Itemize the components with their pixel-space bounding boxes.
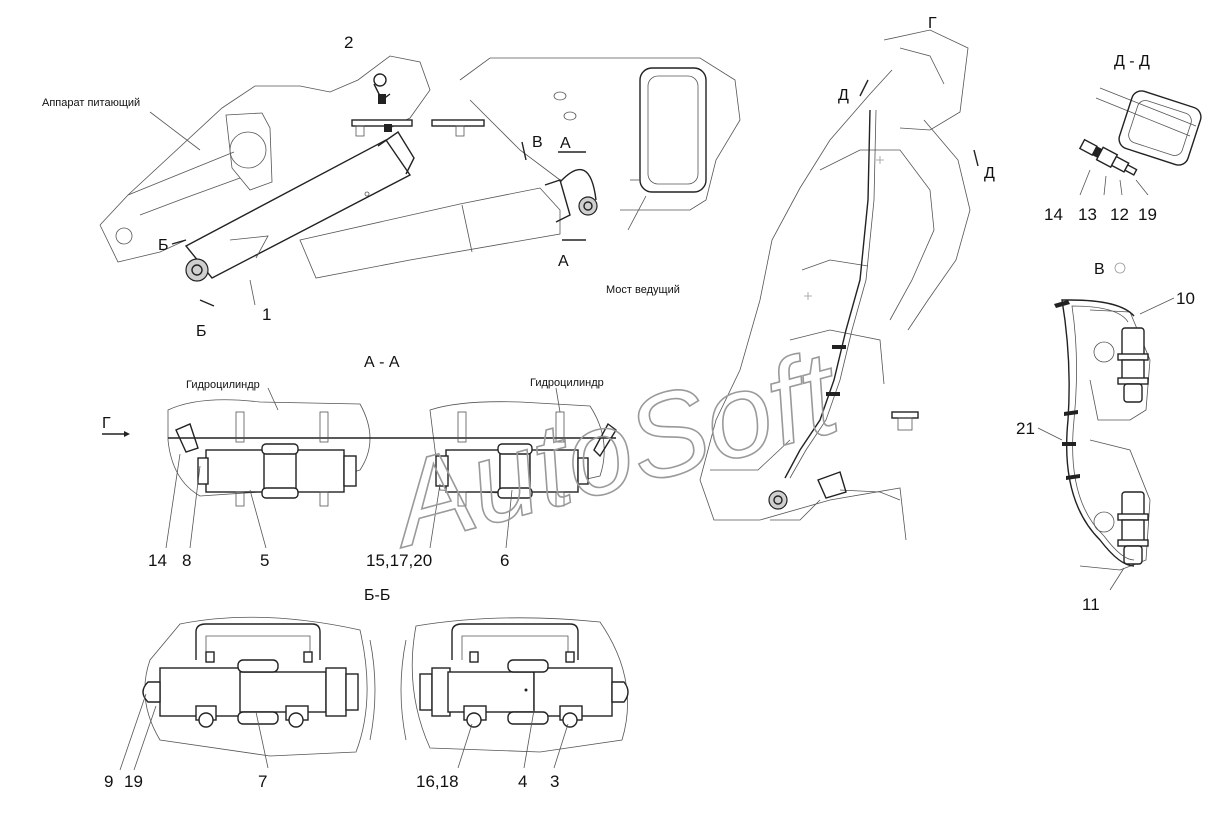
section-marks-main (149, 111, 647, 307)
label-cylinder-left: Гидроцилиндр (186, 379, 260, 391)
hydraulic-cylinder-main (184, 131, 415, 282)
section-title-aa: А - А (364, 354, 400, 371)
callout-14-aa: 14 (148, 551, 167, 570)
feeder-housing (99, 55, 431, 263)
view-dd-drawing (1078, 87, 1202, 196)
callout-21: 21 (1016, 419, 1035, 438)
callout-4: 4 (518, 772, 527, 791)
text-labels: Аппарат питающий Мост ведущий Гидроцилин… (42, 15, 1195, 791)
callout-dd-19: 19 (1138, 205, 1157, 224)
section-bb-drawing (119, 616, 629, 771)
clamp-plates (351, 119, 485, 137)
callout-15-17-20: 15,17,20 (366, 551, 432, 570)
callout-11: 11 (1082, 595, 1100, 614)
label-feeder: Аппарат питающий (42, 97, 140, 109)
callout-1: 1 (262, 305, 271, 324)
dd-fitting (1078, 138, 1138, 176)
view-arrow-g: Г (102, 415, 111, 432)
view-mark-v: В (532, 134, 543, 151)
section-mark-b-bottom: Б (196, 323, 207, 340)
section-mark-b-top: Б (158, 237, 169, 254)
callout-dd-13: 13 (1078, 205, 1097, 224)
view-title-g: Г (928, 15, 937, 32)
callout-7: 7 (258, 772, 267, 791)
view-title-v: В (1094, 261, 1105, 278)
callout-3: 3 (550, 772, 559, 791)
section-mark-a-bottom: А (558, 253, 569, 270)
view-g-drawing (699, 29, 979, 541)
callout-19-bb: 19 (124, 772, 143, 791)
lower-cylinder-tube (299, 169, 598, 279)
callout-8: 8 (182, 551, 191, 570)
callout-dd-12: 12 (1110, 205, 1129, 224)
label-drive-axle: Мост ведущий (606, 284, 680, 296)
section-aa-drawing (102, 387, 617, 549)
watermark-text: AutoSoft (373, 326, 854, 573)
callout-16-18: 16,18 (416, 772, 459, 791)
section-mark-d-right: Д (984, 165, 995, 182)
drive-axle-body (459, 57, 741, 211)
section-title-dd: Д - Д (1114, 53, 1150, 70)
view-v-drawing (1037, 262, 1175, 591)
callout-10: 10 (1176, 289, 1195, 308)
callout-2: 2 (344, 33, 353, 52)
callout-5: 5 (260, 551, 269, 570)
label-cylinder-right: Гидроцилиндр (530, 377, 604, 389)
grease-fitting-2 (373, 73, 391, 104)
callout-6: 6 (500, 551, 509, 570)
section-mark-a-top: А (560, 135, 571, 152)
callout-9: 9 (104, 772, 113, 791)
callout-dd-14: 14 (1044, 205, 1063, 224)
main-side-view (99, 55, 741, 307)
section-mark-d-top: Д (838, 87, 849, 104)
section-title-bb: Б-Б (364, 587, 390, 604)
